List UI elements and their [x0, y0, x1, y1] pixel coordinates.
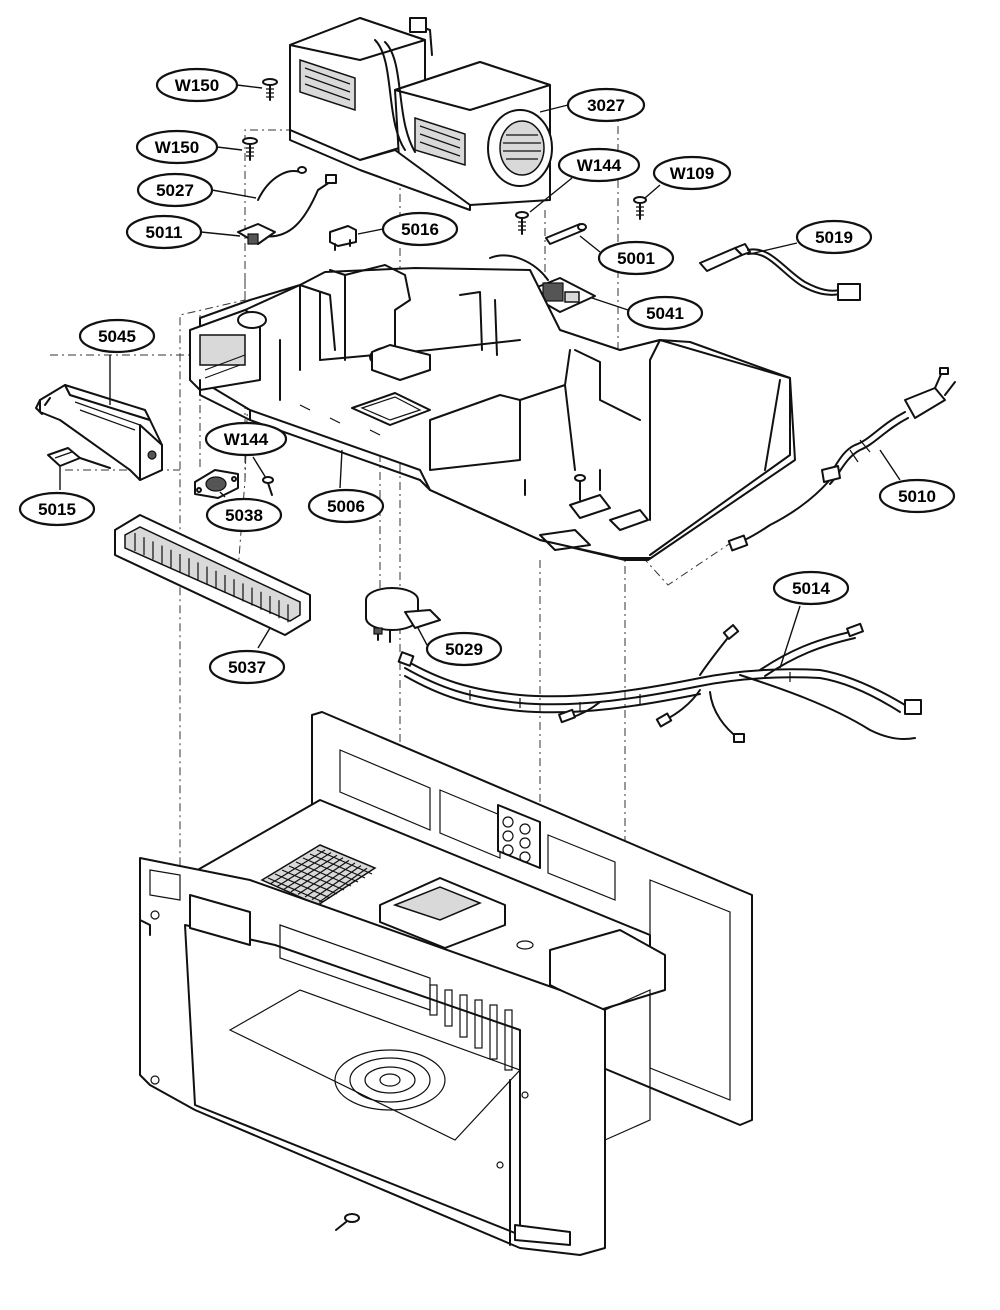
thermostat-5015 — [47, 447, 111, 469]
label-text-p5016: 5016 — [401, 220, 439, 239]
label-text-p5038: 5038 — [225, 506, 263, 525]
label-text-p5019: 5019 — [815, 228, 853, 247]
label-p5016: 5016 — [357, 211, 459, 247]
label-text-w150-top: W150 — [175, 76, 219, 95]
blower-assembly-3027 — [289, 17, 553, 211]
label-p5010: 5010 — [878, 449, 956, 514]
board-5041 — [489, 254, 596, 313]
duct-5045 — [35, 384, 163, 481]
label-p5006: 5006 — [307, 449, 385, 524]
label-text-w144-mid: W144 — [224, 430, 269, 449]
label-text-w144-top: W144 — [577, 156, 622, 175]
label-p5011: 5011 — [125, 214, 241, 250]
screw-w150-top — [262, 78, 278, 101]
screw-w144-mid — [262, 476, 274, 496]
thermal-switch-5011 — [237, 223, 276, 245]
label-w144-mid: W144 — [204, 421, 288, 479]
label-p5019: 5019 — [749, 219, 873, 255]
label-text-w150-mid: W150 — [155, 138, 199, 157]
turntable-motor-5029 — [365, 587, 441, 643]
label-text-p3027: 3027 — [587, 96, 625, 115]
label-p5027: 5027 — [136, 172, 257, 208]
label-p5001: 5001 — [579, 235, 675, 276]
oven-cavity-body — [139, 711, 753, 1256]
label-p5041: 5041 — [591, 295, 704, 331]
label-text-w109: W109 — [670, 164, 714, 183]
label-text-p5014: 5014 — [792, 579, 830, 598]
label-p5015: 5015 — [18, 466, 96, 527]
label-text-p5001: 5001 — [617, 249, 655, 268]
harness-5019 — [699, 243, 861, 301]
rod-5001 — [545, 223, 587, 245]
label-w109: W109 — [644, 155, 732, 199]
label-text-p5006: 5006 — [327, 497, 365, 516]
label-text-p5041: 5041 — [646, 304, 684, 323]
label-text-p5010: 5010 — [898, 487, 936, 506]
label-text-p5027: 5027 — [156, 181, 194, 200]
power-cord-5010 — [727, 367, 956, 552]
screw-w144-top — [515, 211, 529, 235]
label-p5014: 5014 — [772, 570, 850, 669]
screw-bottom — [335, 1213, 360, 1231]
label-w150-top: W150 — [155, 67, 263, 103]
screw-w150-mid — [242, 137, 258, 161]
label-text-p5015: 5015 — [38, 500, 76, 519]
switch-5016 — [329, 225, 357, 251]
label-p3027: 3027 — [539, 87, 646, 123]
label-w150-mid: W150 — [135, 129, 243, 165]
label-p5038: 5038 — [205, 491, 283, 533]
label-p5045: 5045 — [78, 318, 156, 405]
label-p5029: 5029 — [417, 627, 503, 667]
thermistor-wire-5027 — [257, 166, 337, 238]
main-harness-5014 — [397, 622, 922, 743]
label-text-p5011: 5011 — [146, 223, 183, 242]
screw-w109 — [633, 196, 647, 220]
base-plate-5006 — [189, 264, 796, 561]
label-text-p5045: 5045 — [98, 327, 136, 346]
label-w144-top: W144 — [529, 147, 641, 213]
label-p5037: 5037 — [208, 627, 286, 685]
thermal-cutout-5038 — [194, 469, 239, 499]
label-text-p5037: 5037 — [228, 658, 266, 677]
grille-5037 — [114, 514, 311, 636]
label-text-p5029: 5029 — [445, 640, 483, 659]
